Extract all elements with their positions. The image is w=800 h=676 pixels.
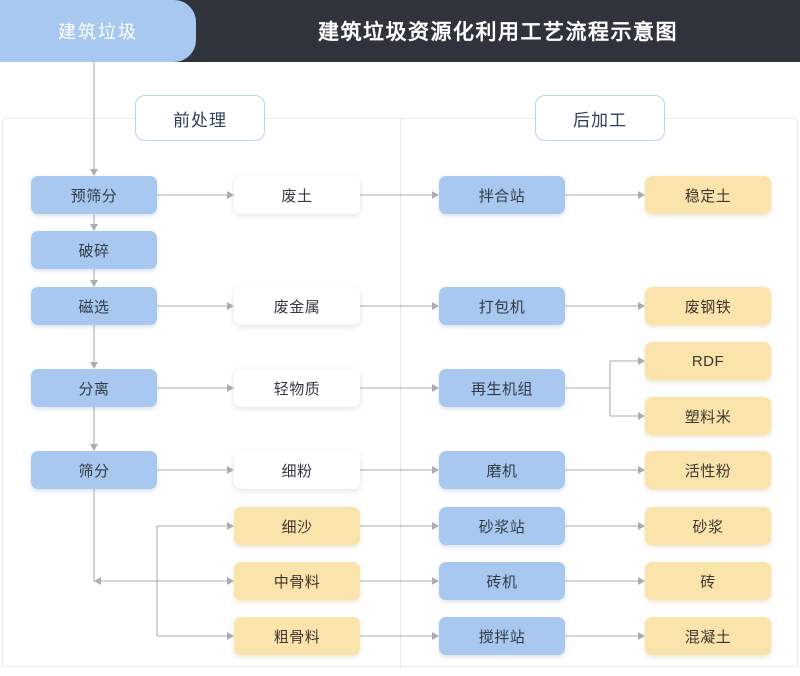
node-feigangtie[interactable]: 废钢铁	[645, 287, 771, 325]
node-zhuan[interactable]: 砖	[645, 562, 771, 600]
node-label: 预筛分	[70, 187, 118, 205]
node-label: 废土	[281, 187, 313, 205]
section-label-post-processing: 后加工	[535, 95, 665, 141]
node-huoxingfen[interactable]: 活性粉	[645, 451, 771, 489]
node-label: 轻物质	[273, 380, 321, 398]
node-label: RDF	[691, 352, 725, 370]
node-shaifen[interactable]: 筛分	[31, 451, 157, 489]
node-label: 搅拌站	[478, 628, 526, 646]
node-qingwuzhi[interactable]: 轻物质	[234, 369, 360, 407]
node-label: 磨机	[486, 462, 518, 480]
node-label: 废钢铁	[684, 298, 732, 316]
node-label: 拌合站	[478, 187, 526, 205]
node-xifen[interactable]: 细粉	[234, 451, 360, 489]
node-cugu[interactable]: 粗骨料	[234, 617, 360, 655]
node-zaishengjizu[interactable]: 再生机组	[439, 369, 565, 407]
node-label: 分离	[78, 380, 110, 398]
node-label: 活性粉	[684, 462, 732, 480]
node-banhezhan[interactable]: 拌合站	[439, 176, 565, 214]
node-label: 混凝土	[684, 628, 732, 646]
node-xisha[interactable]: 细沙	[234, 507, 360, 545]
node-label: 砖	[700, 573, 716, 591]
node-cixuan[interactable]: 磁选	[31, 287, 157, 325]
node-shajiangzhan[interactable]: 砂浆站	[439, 507, 565, 545]
node-shajiang[interactable]: 砂浆	[645, 507, 771, 545]
node-label: 砂浆	[692, 518, 724, 536]
node-label: 废金属	[273, 298, 321, 316]
node-label: 破碎	[78, 242, 110, 260]
node-zhonggu[interactable]: 中骨料	[234, 562, 360, 600]
node-feitu[interactable]: 废土	[234, 176, 360, 214]
node-jiaobanzhan[interactable]: 搅拌站	[439, 617, 565, 655]
page-title: 建筑垃圾资源化利用工艺流程示意图	[318, 21, 678, 44]
node-label: 砂浆站	[478, 518, 526, 536]
node-hunningtu[interactable]: 混凝土	[645, 617, 771, 655]
node-label: 稳定土	[684, 187, 732, 205]
node-zhuanji[interactable]: 砖机	[439, 562, 565, 600]
node-rdf[interactable]: RDF	[645, 342, 771, 380]
node-label: 砖机	[486, 573, 518, 591]
node-label: 塑料米	[684, 408, 732, 426]
node-label: 打包机	[478, 298, 526, 316]
node-label: 中骨料	[273, 573, 321, 591]
node-label: 细沙	[281, 518, 313, 536]
section-label-pre-treatment: 前处理	[135, 95, 265, 141]
node-fenli[interactable]: 分离	[31, 369, 157, 407]
node-dabaoji[interactable]: 打包机	[439, 287, 565, 325]
header-tab-label: 建筑垃圾	[58, 22, 138, 42]
node-label: 细粉	[281, 462, 313, 480]
node-label: 再生机组	[470, 380, 533, 398]
node-moji[interactable]: 磨机	[439, 451, 565, 489]
node-posui[interactable]: 破碎	[31, 231, 157, 269]
node-wendingtu[interactable]: 稳定土	[645, 176, 771, 214]
node-sulaomi[interactable]: 塑料米	[645, 397, 771, 435]
header-tab-construction-waste[interactable]: 建筑垃圾	[0, 0, 196, 62]
node-feijinshu[interactable]: 废金属	[234, 287, 360, 325]
section-divider	[400, 118, 401, 667]
node-label: 磁选	[78, 298, 110, 316]
node-label: 筛分	[78, 462, 110, 480]
node-yushaifen[interactable]: 预筛分	[31, 176, 157, 214]
node-label: 粗骨料	[273, 628, 321, 646]
